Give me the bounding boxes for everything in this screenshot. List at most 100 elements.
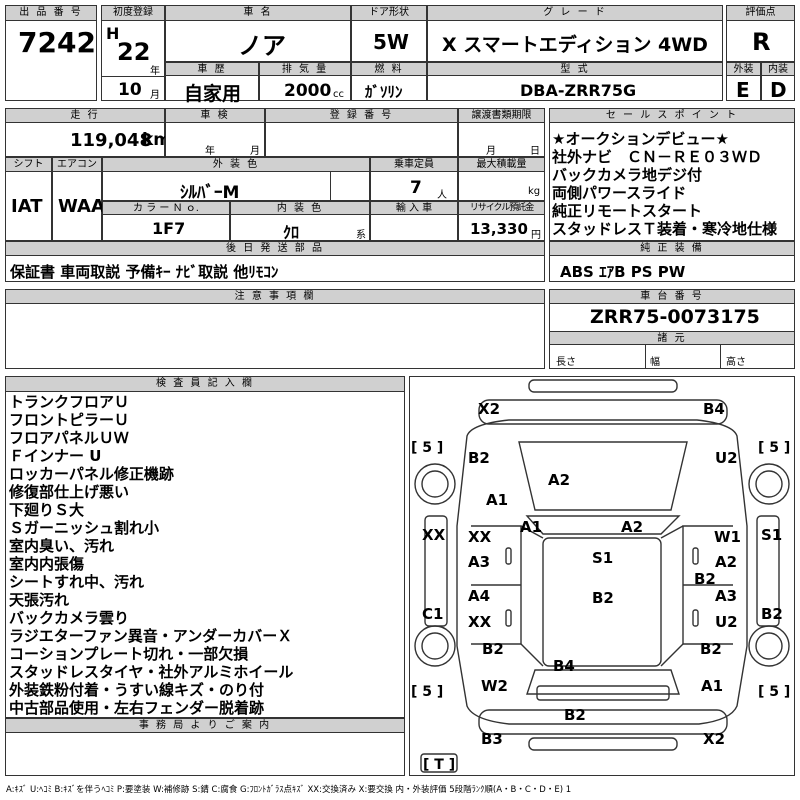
standard-label: 純 正 装 備 — [549, 241, 795, 256]
grade: X スマートエディション 4WD — [442, 34, 708, 56]
inspection-year-unit: 年 — [205, 146, 215, 157]
sales-point: ★オークションデビュー★ — [552, 130, 729, 148]
inspector-note: ラジエターファン異音・アンダーカバーＸ — [9, 627, 293, 645]
inspection-month-unit: 月 — [250, 146, 260, 157]
damage-mark: XX — [422, 526, 446, 544]
inspector-note: Ｓガーニッシュ割れ小 — [9, 519, 160, 537]
inspector-note: 室内内張傷 — [9, 555, 85, 573]
office-label: 事 務 局 よ り ご 案 内 — [5, 718, 405, 733]
sales-point: 社外ナビ ＣＮ－ＲＥ０３ＷＤ — [552, 148, 763, 166]
lot-number: 7242 — [18, 26, 96, 59]
tire-tread-front-right: [ 5 ] — [758, 440, 791, 456]
model-code: DBA-ZRR75G — [520, 81, 637, 100]
damage-mark: U2 — [715, 449, 738, 467]
kg-unit: kg — [528, 186, 541, 197]
capacity-label: 乗車定員 — [370, 157, 458, 172]
height-label: 高さ — [726, 357, 746, 368]
history-label: 車 歴 — [165, 62, 259, 76]
sales-point: 両側パワースライド — [552, 184, 687, 202]
standard-equipment: ABS ｴｱB PS PW — [560, 263, 686, 281]
ext-color: ｼﾙﾊﾞｰM — [180, 183, 240, 203]
tire-tread-front-left: [ 5 ] — [411, 440, 444, 456]
transfer-month-unit: 月 — [486, 146, 496, 157]
damage-mark: B3 — [481, 730, 503, 748]
year-unit: 年 — [150, 66, 160, 77]
width-label: 幅 — [650, 357, 660, 368]
transfer-day-unit: 日 — [530, 146, 540, 157]
notes-label: 注 意 事 項 欄 — [5, 289, 545, 304]
interior-label: 内装 — [761, 62, 795, 76]
inspector-notes: トランクフロアＵ フロントピラーＵ フロアパネルＵＷ Ｆインナー U ロッカーパ… — [9, 393, 293, 717]
inspector-label: 検 査 員 記 入 欄 — [5, 376, 405, 392]
year: 22 — [117, 38, 151, 66]
chassis-label: 車 台 番 号 — [549, 289, 795, 304]
spare-tire-tread: [ T ] — [423, 757, 456, 773]
damage-mark: B2 — [468, 449, 490, 467]
damage-mark: X2 — [703, 730, 726, 748]
score: R — [752, 28, 771, 56]
inspector-note: シートすれ中、汚れ — [9, 573, 145, 591]
damage-mark: A1 — [520, 518, 543, 536]
interior-grade: D — [770, 78, 787, 102]
persons-unit: 人 — [437, 190, 447, 201]
color-no: 1F7 — [152, 219, 186, 238]
damage-mark: A2 — [621, 518, 644, 536]
inspector-note: 修復部仕上げ悪い — [9, 483, 130, 501]
int-color: ｸﾛ — [283, 223, 300, 242]
fuel-label: 燃 料 — [351, 62, 427, 76]
inspector-box — [5, 376, 405, 718]
inspector-note: Ｆインナー U — [9, 447, 102, 465]
car-outline-diagram — [414, 379, 790, 773]
damage-mark: A1 — [701, 677, 724, 695]
inspector-note: バックカメラ雲り — [9, 609, 130, 627]
tire-tread-rear-left: [ 5 ] — [411, 684, 444, 700]
door-type: 5W — [373, 30, 409, 54]
inspector-note: フロアパネルＵＷ — [9, 429, 129, 447]
damage-mark: W1 — [714, 528, 741, 546]
damage-mark: U2 — [715, 613, 738, 631]
inspector-note: 外装鉄粉付着・うすい線キズ・のり付 — [9, 681, 265, 699]
cc-unit: cc — [333, 89, 344, 100]
lot-number-box — [5, 5, 97, 101]
sales-point: バックカメラ地デジ付 — [552, 166, 703, 184]
sales-points-label: セ ー ル ス ポ イ ン ト — [549, 108, 795, 123]
inspector-note: コーションプレート切れ・一部欠損 — [9, 645, 249, 663]
grade-label: グ レ ー ド — [427, 5, 723, 21]
later-parts-label: 後 日 発 送 部 品 — [5, 241, 545, 256]
chassis-number: ZRR75-0073175 — [590, 306, 760, 328]
legend: A:ｷｽﾞ U:ﾍｺﾐ B:ｷｽﾞを伴うﾍｺﾐ P:要塗装 W:補修跡 S:錆 … — [6, 785, 572, 795]
shift: IAT — [11, 196, 43, 217]
inspector-note: 下廻りＳ大 — [9, 501, 85, 519]
tire-tread-rear-right: [ 5 ] — [758, 684, 791, 700]
sales-point: スタッドレスＴ装着・寒冷地仕様 — [552, 220, 778, 238]
max-load-label: 最大積載量 — [458, 157, 545, 172]
aircon-label: エアコン — [52, 157, 102, 172]
damage-mark: B2 — [592, 589, 614, 607]
inspector-note: スタッドレスタイヤ・社外アルミホイール — [9, 663, 294, 681]
color-no-label: カ ラ ー Ｎ ｏ. — [102, 201, 230, 215]
score-label: 評価点 — [726, 5, 795, 21]
car-name: ノア — [238, 32, 286, 60]
damage-mark: X2 — [478, 400, 501, 418]
damage-mark: XX — [468, 528, 492, 546]
damage-mark: B2 — [694, 570, 716, 588]
damage-mark: B4 — [553, 657, 575, 675]
car-name-label: 車 名 — [165, 5, 351, 21]
damage-mark: C1 — [422, 605, 444, 623]
length-label: 長さ — [556, 357, 576, 368]
capacity: 7 — [410, 178, 422, 198]
exterior-label: 外装 — [726, 62, 761, 76]
later-parts: 保証書 車両取説 予備ｷｰ ﾅﾋﾞ取説 他ﾘﾓｺﾝ — [10, 263, 279, 281]
shift-label: シフト — [5, 157, 52, 172]
mileage: 119,048 — [70, 130, 152, 151]
inspection-label: 車 検 — [165, 108, 265, 123]
damage-mark: XX — [468, 613, 492, 631]
yen-unit: 円 — [531, 230, 541, 241]
import-label: 輸 入 車 — [370, 201, 458, 215]
era: H — [106, 24, 120, 43]
inspector-note: 室内臭い、汚れ — [9, 537, 115, 555]
first-reg-label: 初度登録 — [101, 5, 165, 21]
km-unit: km — [142, 130, 172, 150]
damage-mark: B2 — [482, 640, 504, 658]
